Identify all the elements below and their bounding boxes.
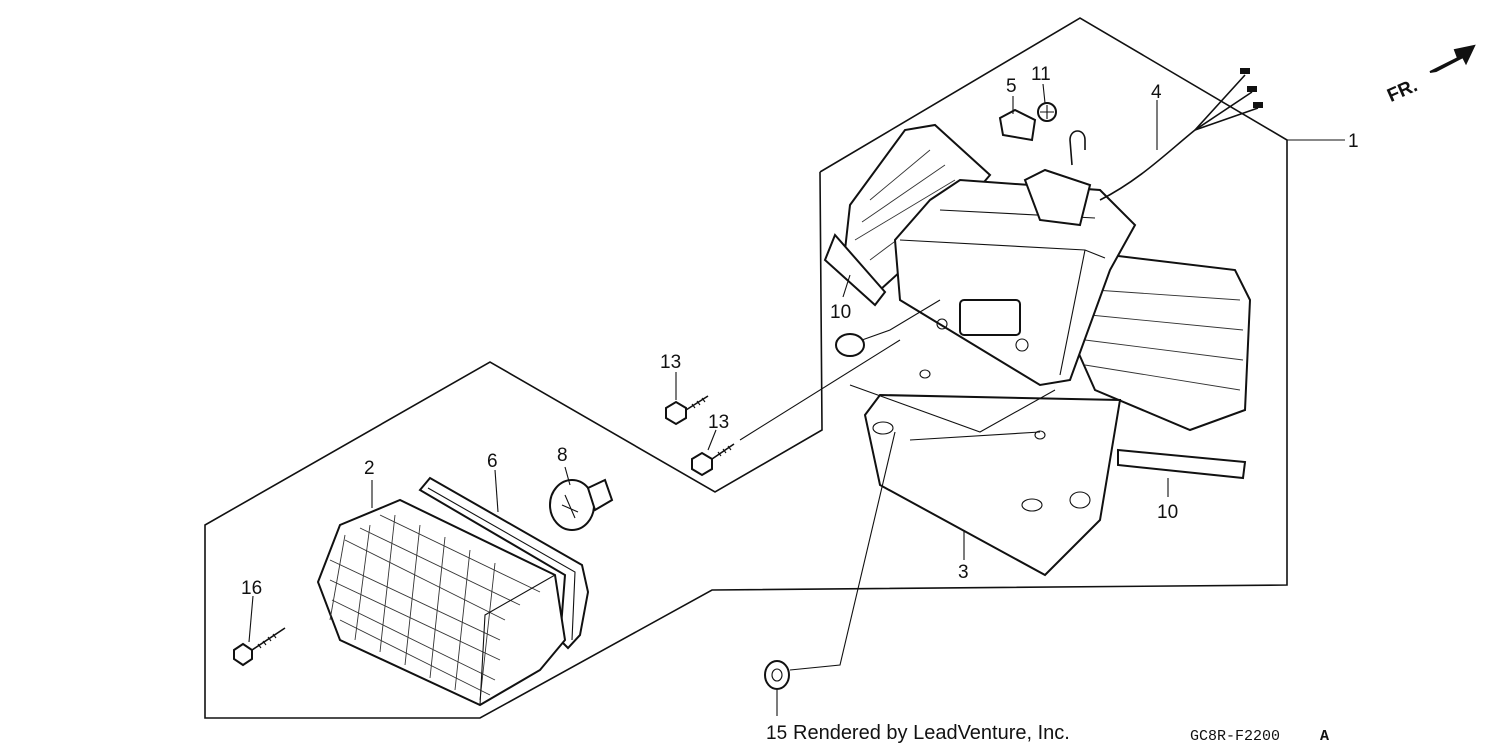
- drawing-suffix: A: [1320, 728, 1329, 745]
- footer: 15 Rendered by LeadVenture, Inc. GC8R-F2…: [766, 722, 1329, 745]
- wire-loop: [1069, 130, 1086, 166]
- reflector-strip-left: [823, 233, 887, 307]
- callout-1: 1: [1348, 131, 1359, 152]
- bulb-8: [549, 478, 614, 531]
- grommet-11: [1037, 102, 1057, 122]
- wire-harness-4: [1099, 68, 1263, 201]
- screw-13a: [665, 395, 709, 426]
- drawing-code: GC8R-F2200: [1190, 728, 1280, 745]
- callout-labels: 1 2 3 4 5 6 8 10 10 11 13 13 16: [241, 64, 1359, 599]
- taillight-housing-assembly: [835, 123, 1252, 432]
- reflector-strip-right: [1117, 448, 1247, 480]
- callout-10-right: 10: [1157, 502, 1178, 523]
- callout-13-lower: 13: [708, 412, 729, 433]
- clip-5: [998, 108, 1037, 142]
- callout-8: 8: [557, 445, 568, 466]
- front-arrow-icon: [1429, 44, 1476, 73]
- lens-2: [316, 498, 567, 707]
- license-bracket-3: [849, 369, 1122, 577]
- grommet-15: [764, 660, 790, 690]
- callout-11: 11: [1031, 64, 1051, 85]
- callout-15: 15: [766, 723, 787, 744]
- leader-lines: [248, 83, 1169, 716]
- screw-13b: [691, 443, 735, 477]
- callout-6: 6: [487, 451, 498, 472]
- front-direction-indicator: FR.: [1384, 44, 1476, 107]
- footer-credit: Rendered by LeadVenture, Inc.: [793, 722, 1070, 744]
- callout-3: 3: [958, 562, 969, 583]
- callout-16: 16: [241, 578, 262, 599]
- assembly-frame-1: [204, 17, 1345, 719]
- callout-5: 5: [1006, 76, 1017, 97]
- gasket-6: [418, 476, 590, 650]
- callout-10-left: 10: [830, 302, 851, 323]
- front-direction-label: FR.: [1384, 75, 1421, 107]
- callout-13-upper: 13: [660, 352, 681, 373]
- callout-4: 4: [1151, 82, 1162, 103]
- screw-16: [233, 627, 286, 667]
- callout-2: 2: [364, 458, 375, 479]
